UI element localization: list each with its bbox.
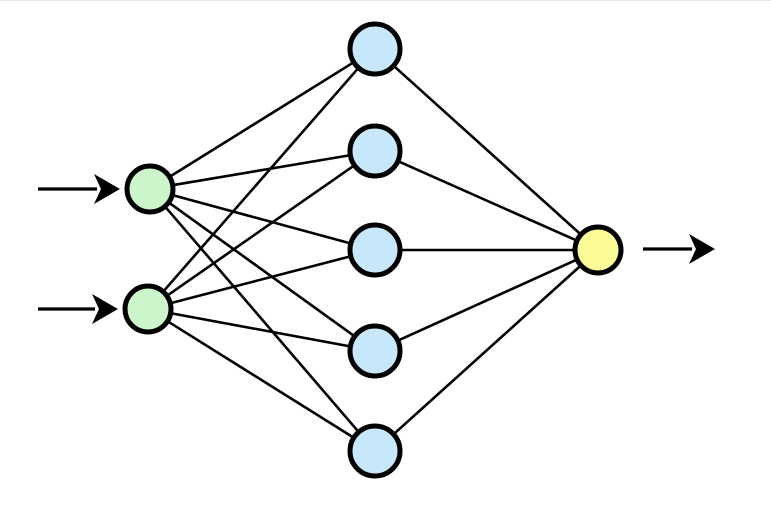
neuron-node-o1[interactable] <box>572 224 624 276</box>
arrow-head <box>689 234 715 264</box>
input-arrow-icon <box>38 174 120 204</box>
connection-edge <box>168 311 353 348</box>
connection-edge <box>391 63 583 237</box>
nodes-group <box>122 21 624 479</box>
connection-edge <box>169 193 354 246</box>
connection-edge <box>166 200 357 339</box>
connection-edge <box>391 263 583 437</box>
neuron-node-h5[interactable] <box>347 423 403 479</box>
connection-edge <box>161 65 361 294</box>
connection-edge <box>167 60 356 179</box>
connection-edge <box>164 163 357 298</box>
connection-edge <box>395 257 580 343</box>
neuron-node-h2[interactable] <box>347 123 403 179</box>
connection-edge <box>170 153 353 187</box>
output-arrow-icon <box>643 234 715 264</box>
connection-edge <box>167 254 354 305</box>
connections-group <box>161 60 583 440</box>
neuron-node-i1[interactable] <box>124 163 176 215</box>
arrow-head <box>92 294 118 324</box>
connection-edge <box>165 319 356 440</box>
input-arrow-icon <box>38 294 118 324</box>
connection-edge <box>395 159 580 243</box>
neuron-node-h3[interactable] <box>347 222 403 278</box>
neuron-node-h1[interactable] <box>347 21 403 77</box>
arrow-head <box>94 174 120 204</box>
neuron-node-h4[interactable] <box>347 323 403 379</box>
connection-edge <box>163 204 361 435</box>
neuron-node-i2[interactable] <box>122 283 174 335</box>
arrows-group <box>38 174 715 324</box>
